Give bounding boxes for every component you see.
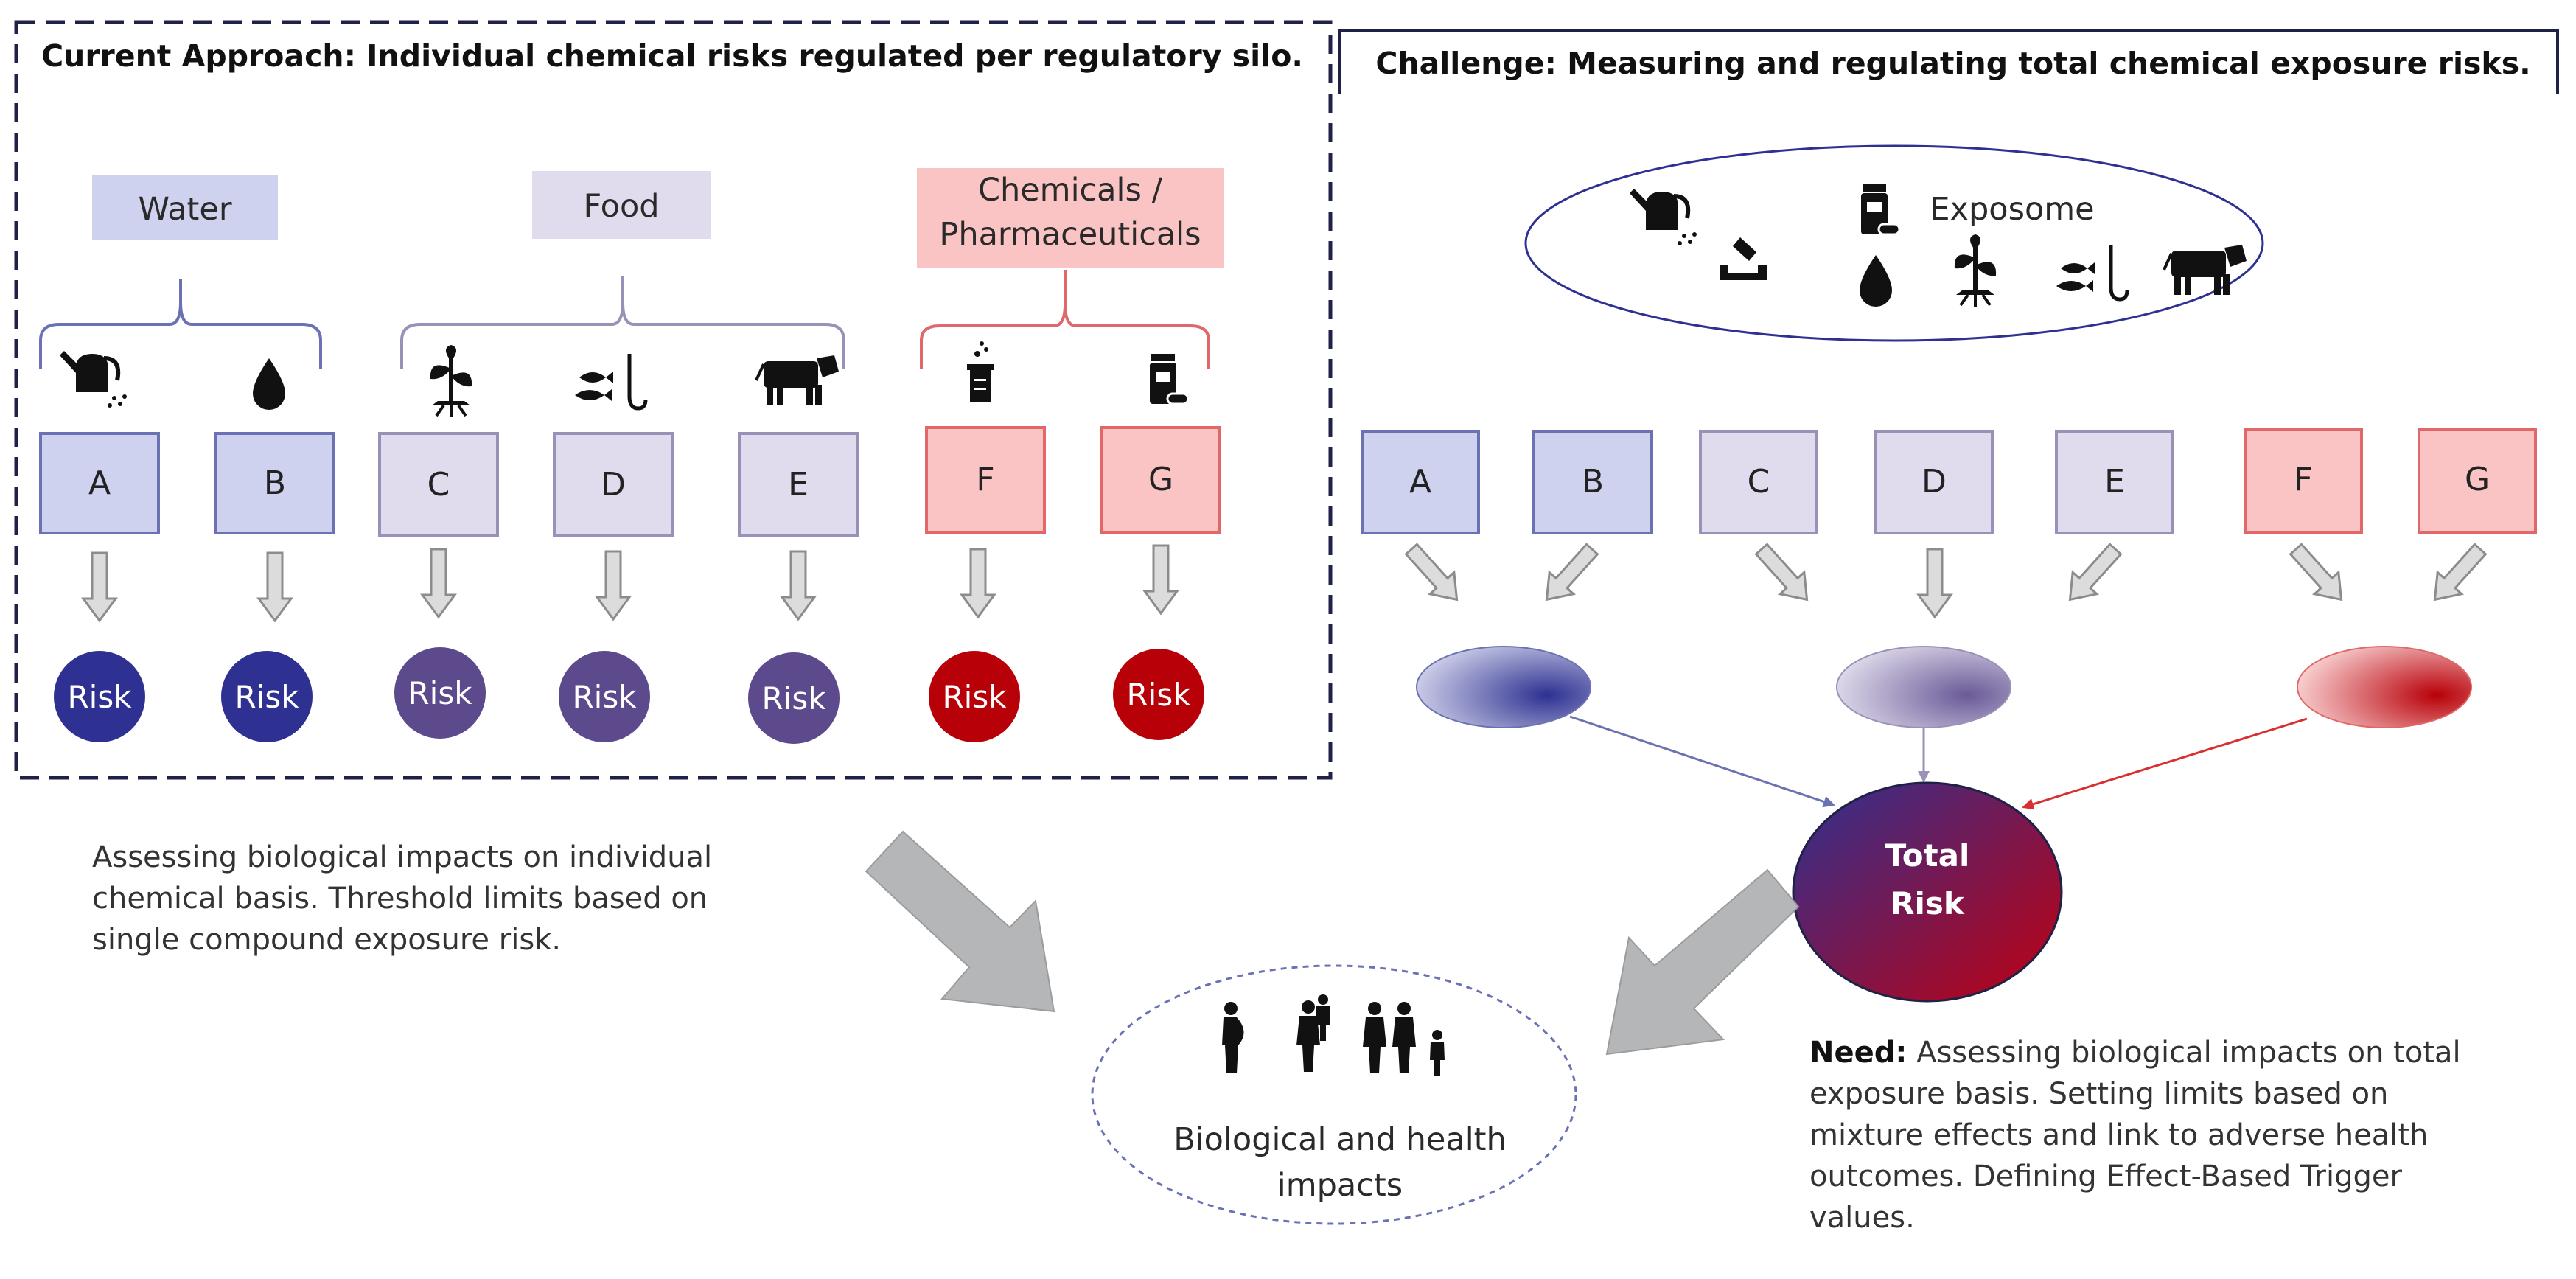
category-chemicals-label-2: Pharmaceuticals xyxy=(939,216,1201,253)
brace-water xyxy=(39,279,322,369)
brace-food xyxy=(400,276,845,369)
arrow-b xyxy=(257,551,293,622)
box-e xyxy=(738,432,859,537)
category-food-label: Food xyxy=(583,188,659,225)
box-e-label: E xyxy=(788,466,809,503)
arrow-right-e xyxy=(2056,537,2129,612)
risk-e xyxy=(748,652,840,744)
box-d xyxy=(553,432,674,537)
need-body: Assessing biological impacts on total ex… xyxy=(1809,1036,2461,1235)
risk-g xyxy=(1113,649,1204,740)
watering-can-icon xyxy=(60,351,127,408)
right-box-f xyxy=(2244,428,2363,534)
category-food xyxy=(532,171,711,239)
arrow-g xyxy=(1143,544,1179,615)
category-water-label: Water xyxy=(138,191,231,228)
category-chemicals xyxy=(917,168,1224,268)
risk-a-label: Risk xyxy=(67,679,132,715)
exposome-ellipse xyxy=(1524,144,2264,342)
arrow-right-b xyxy=(1533,537,1605,612)
box-a-label: A xyxy=(88,464,111,502)
risk-circles: Risk Risk Risk Risk Risk Risk Risk xyxy=(54,647,1204,744)
risk-a xyxy=(54,651,145,742)
risk-f-label: Risk xyxy=(942,679,1007,715)
arrow-right-c xyxy=(1748,537,1821,612)
cow-icon xyxy=(755,354,840,407)
arrow-e xyxy=(781,550,816,621)
box-g xyxy=(1100,426,1221,534)
right-boxes: A B C D E F G xyxy=(1361,428,2537,534)
aggregate-chem xyxy=(2297,646,2472,728)
category-chemicals-label-1: Chemicals / xyxy=(978,172,1163,209)
risk-c-label: Risk xyxy=(408,675,472,711)
right-box-d xyxy=(1874,430,1994,534)
left-panel-title: Current Approach: Individual chemical ri… xyxy=(41,38,1303,74)
big-arrow-left xyxy=(865,830,1055,1013)
fish-icon xyxy=(575,354,646,408)
right-box-f-label: F xyxy=(2294,461,2312,498)
right-box-a-label: A xyxy=(1409,463,1431,501)
right-box-b-label: B xyxy=(1582,463,1604,501)
box-c xyxy=(378,432,499,537)
risk-b xyxy=(221,651,313,742)
risk-d xyxy=(559,651,650,742)
risk-b-label: Risk xyxy=(234,679,299,715)
aggregate-food xyxy=(1836,646,2011,728)
beaker-icon xyxy=(967,341,994,402)
left-boxes: A B C D E F G xyxy=(39,426,1221,537)
right-box-b xyxy=(1532,430,1653,534)
connector-chem xyxy=(2022,717,2308,810)
water-drop-icon xyxy=(253,358,285,410)
right-box-g-label: G xyxy=(2465,461,2490,498)
total-risk-label-1: Total xyxy=(1885,837,1970,874)
arrow-right-f xyxy=(2283,537,2355,612)
medicine-bottle-icon xyxy=(1148,352,1190,405)
arrow-a xyxy=(82,551,117,622)
total-risk xyxy=(1792,781,2063,1003)
exposome-label: Exposome xyxy=(1930,191,2094,228)
right-box-e xyxy=(2055,430,2174,534)
box-b xyxy=(214,432,335,534)
box-c-label: C xyxy=(427,466,450,503)
aggregate-water xyxy=(1416,646,1591,728)
need-text: Need: Assessing biological impacts on to… xyxy=(1809,1032,2473,1238)
brace-chemicals xyxy=(920,270,1210,369)
big-arrow-right xyxy=(1605,868,1800,1056)
right-box-d-label: D xyxy=(1921,463,1947,501)
right-box-g xyxy=(2418,428,2537,534)
right-panel-frame xyxy=(1338,29,2559,94)
risk-f xyxy=(929,651,1020,742)
box-b-label: B xyxy=(264,464,286,502)
risk-c xyxy=(394,647,486,739)
risk-d-label: Risk xyxy=(572,679,637,715)
connector-water xyxy=(1569,715,1835,808)
impacts-label-2: impacts xyxy=(1277,1167,1403,1204)
arrow-right-a xyxy=(1398,537,1470,612)
category-water xyxy=(92,175,278,240)
total-risk-label-2: Risk xyxy=(1891,885,1965,921)
right-box-c-label: C xyxy=(1748,463,1770,501)
box-d-label: D xyxy=(601,466,626,503)
need-label: Need: xyxy=(1809,1036,1907,1070)
impacts-label-1: Biological and health xyxy=(1173,1121,1507,1158)
arrow-f xyxy=(960,548,996,618)
risk-e-label: Risk xyxy=(761,680,826,717)
right-panel-title: Challenge: Measuring and regulating tota… xyxy=(1375,46,2530,81)
impacts-ellipse xyxy=(1091,964,1577,1225)
individual-basis-text: Assessing biological impacts on individu… xyxy=(92,840,713,957)
box-g-label: G xyxy=(1148,461,1173,498)
right-box-e-label: E xyxy=(2104,463,2125,501)
right-box-c xyxy=(1699,430,1818,534)
box-f xyxy=(925,426,1046,534)
arrow-right-g xyxy=(2421,537,2493,612)
plant-icon xyxy=(428,344,474,419)
box-f-label: F xyxy=(976,461,994,498)
arrow-c xyxy=(421,548,456,618)
right-box-a xyxy=(1361,430,1480,534)
arrow-right-d xyxy=(1917,548,1952,618)
arrow-d xyxy=(596,550,631,621)
box-a xyxy=(39,432,160,534)
left-panel-frame xyxy=(14,20,1333,780)
risk-g-label: Risk xyxy=(1126,677,1191,713)
